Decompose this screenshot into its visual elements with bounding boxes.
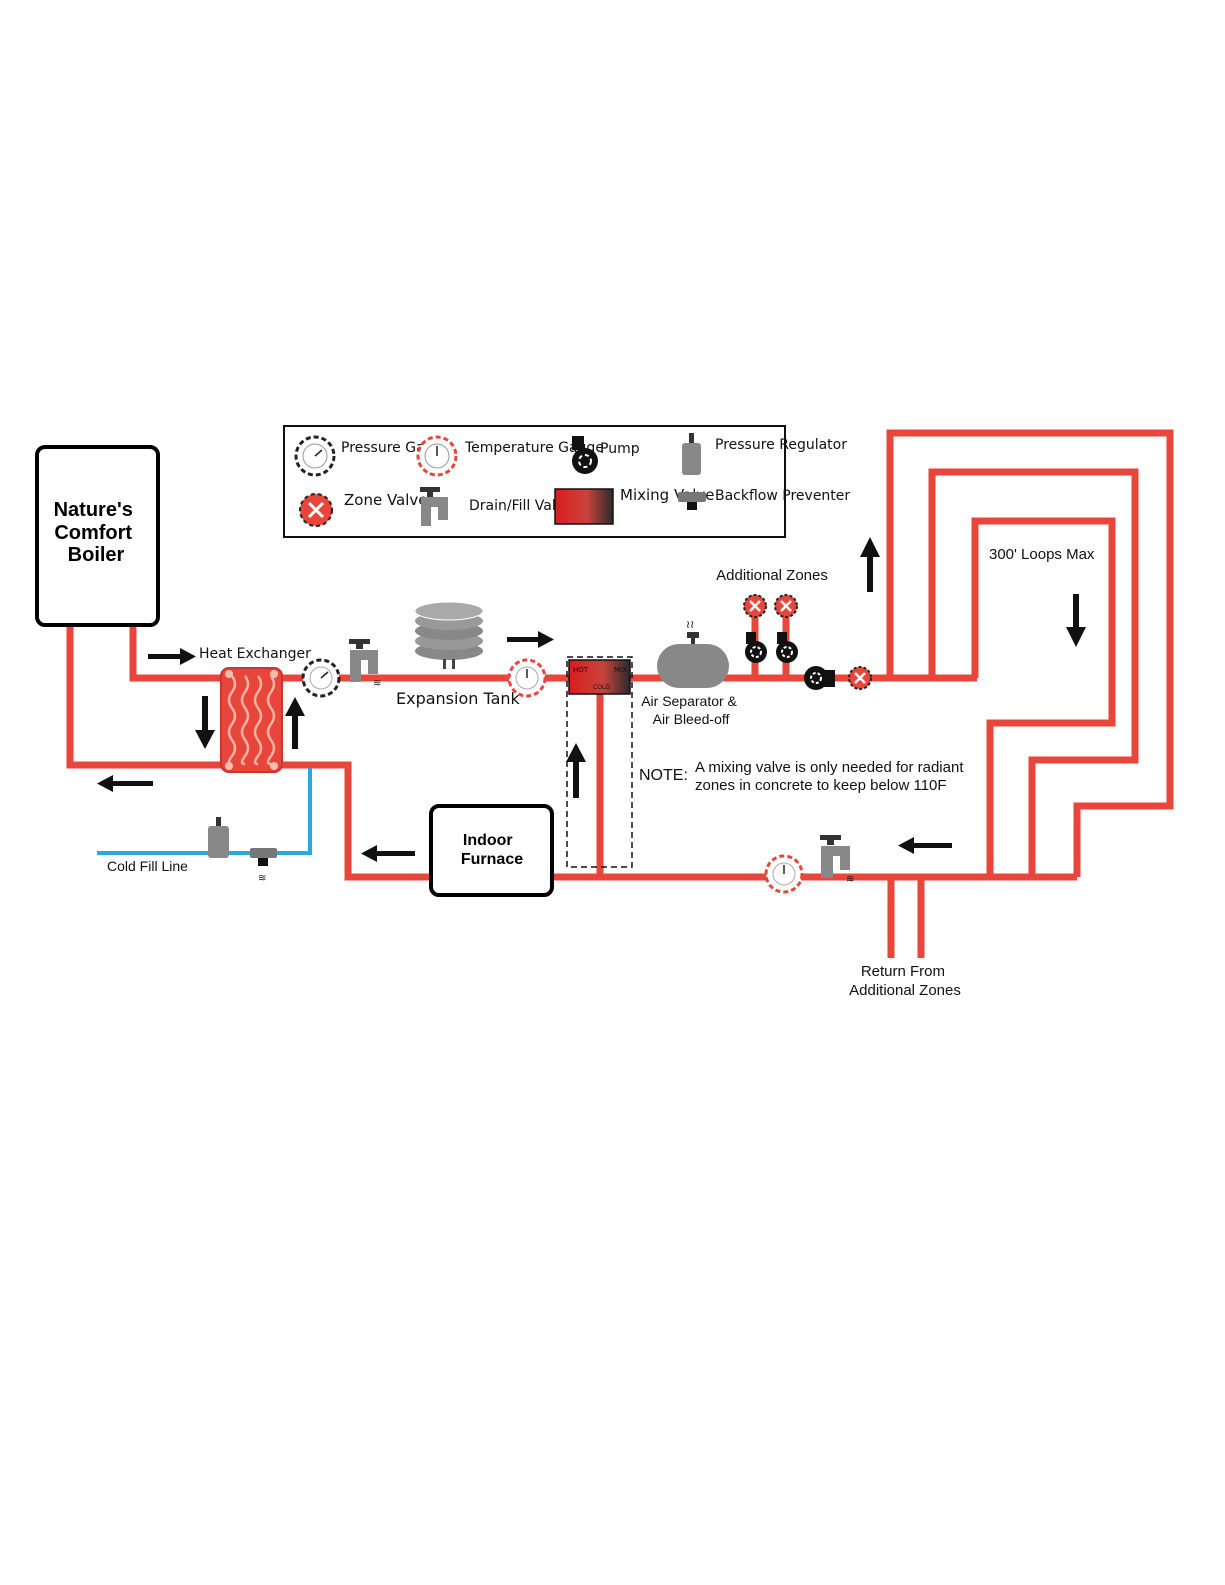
cold-fill-line-label: Cold Fill Line	[107, 858, 188, 874]
legend-temperature-gauge-icon	[416, 435, 458, 477]
loop-middle-supply	[928, 468, 1139, 877]
svg-text:≀≀: ≀≀	[686, 618, 694, 631]
zone-valve-icon	[743, 594, 767, 618]
return-additional-zones-label: Return From Additional Zones	[849, 963, 961, 999]
temperature-gauge-icon	[764, 854, 804, 894]
temperature-gauge-icon	[507, 658, 547, 698]
arrow-up-icon	[285, 697, 305, 749]
legend-zone-valve-icon	[299, 493, 333, 527]
boiler: Nature's Comfort Boiler	[35, 445, 160, 627]
legend-backflow-preventer-icon	[678, 492, 706, 510]
additional-zones-label: Additional Zones	[716, 567, 828, 584]
mixing-valve-icon: HOT COLD MIX	[568, 659, 631, 695]
loop-outer-supply	[886, 429, 1174, 877]
svg-text:≋: ≋	[258, 873, 266, 884]
boiler-return-pipe	[66, 624, 222, 769]
expansion-tank-icon	[414, 601, 484, 669]
zone-valve-icon	[774, 594, 798, 618]
pump-icon	[804, 666, 835, 690]
pump-icon	[745, 632, 767, 663]
legend-mixing-valve-icon	[554, 488, 614, 525]
drain-fill-valve-icon: ≋	[820, 835, 854, 885]
mixing-valve-mix-mark: MIX	[614, 666, 627, 674]
arrow-right-icon	[507, 631, 554, 648]
pressure-gauge-icon	[301, 658, 341, 698]
arrow-down-icon	[1066, 594, 1086, 647]
legend-drain-fill-valve-label: Drain/Fill Valve	[469, 498, 573, 514]
air-separator-label: Air Separator & Air Bleed-off	[641, 693, 741, 727]
legend-zone-valve-label: Zone Valve	[344, 491, 428, 509]
cold-fill-line	[97, 768, 312, 855]
optional-mixing-zone-box	[566, 656, 633, 868]
indoor-furnace-label: Indoor Furnace	[461, 832, 523, 868]
loop-inner-supply	[971, 517, 1116, 877]
note-prefix: NOTE:	[639, 767, 688, 784]
hx-return-pipe	[280, 761, 432, 881]
legend-drain-fill-valve-icon	[420, 487, 448, 526]
expansion-tank-label: Expansion Tank	[396, 689, 521, 708]
arrow-up-icon	[860, 537, 880, 592]
air-separator-icon: ≀≀	[657, 618, 729, 688]
zone-valve-icon	[848, 666, 872, 690]
mixing-valve-hot-mark: HOT	[573, 666, 589, 674]
note-text: A mixing valve is only needed for radian…	[695, 759, 968, 794]
boiler-label: Nature's Comfort Boiler	[54, 499, 139, 566]
arrow-right-icon	[148, 648, 196, 665]
pump-icon	[776, 632, 798, 663]
flow-arrows	[97, 537, 1086, 862]
legend-pressure-regulator-label: Pressure Regulator	[715, 437, 847, 453]
backflow-preventer-icon: ≋	[250, 848, 277, 884]
indoor-furnace: Indoor Furnace	[429, 804, 554, 897]
heat-exchanger-label: Heat Exchanger	[199, 646, 311, 662]
legend-pressure-gauge-icon	[294, 435, 336, 477]
legend-temperature-gauge-label: Temperature Gauge	[464, 440, 604, 456]
arrow-left-icon	[898, 837, 952, 854]
arrow-left-icon	[97, 775, 153, 792]
legend: Pressure Gauge Temperature Gauge Pump Pr…	[283, 425, 850, 538]
loops-max-label: 300' Loops Max	[989, 546, 1095, 563]
heat-exchanger	[220, 667, 283, 773]
mixing-valve-cold-mark: COLD	[593, 684, 610, 691]
svg-text:≋: ≋	[373, 678, 381, 689]
drain-fill-valve-icon: ≋	[349, 639, 381, 689]
legend-backflow-preventer-label: Backflow Preventer	[715, 488, 850, 504]
pressure-regulator-icon	[208, 817, 229, 858]
arrow-left-icon	[361, 845, 415, 862]
legend-pump-label: Pump	[600, 441, 640, 457]
arrow-up-icon	[566, 743, 586, 798]
legend-pressure-regulator-icon	[682, 433, 701, 475]
legend-pump-icon	[572, 436, 598, 474]
svg-text:≋: ≋	[846, 874, 854, 885]
arrow-down-icon	[195, 696, 215, 749]
boiler-supply-pipe	[129, 624, 222, 682]
